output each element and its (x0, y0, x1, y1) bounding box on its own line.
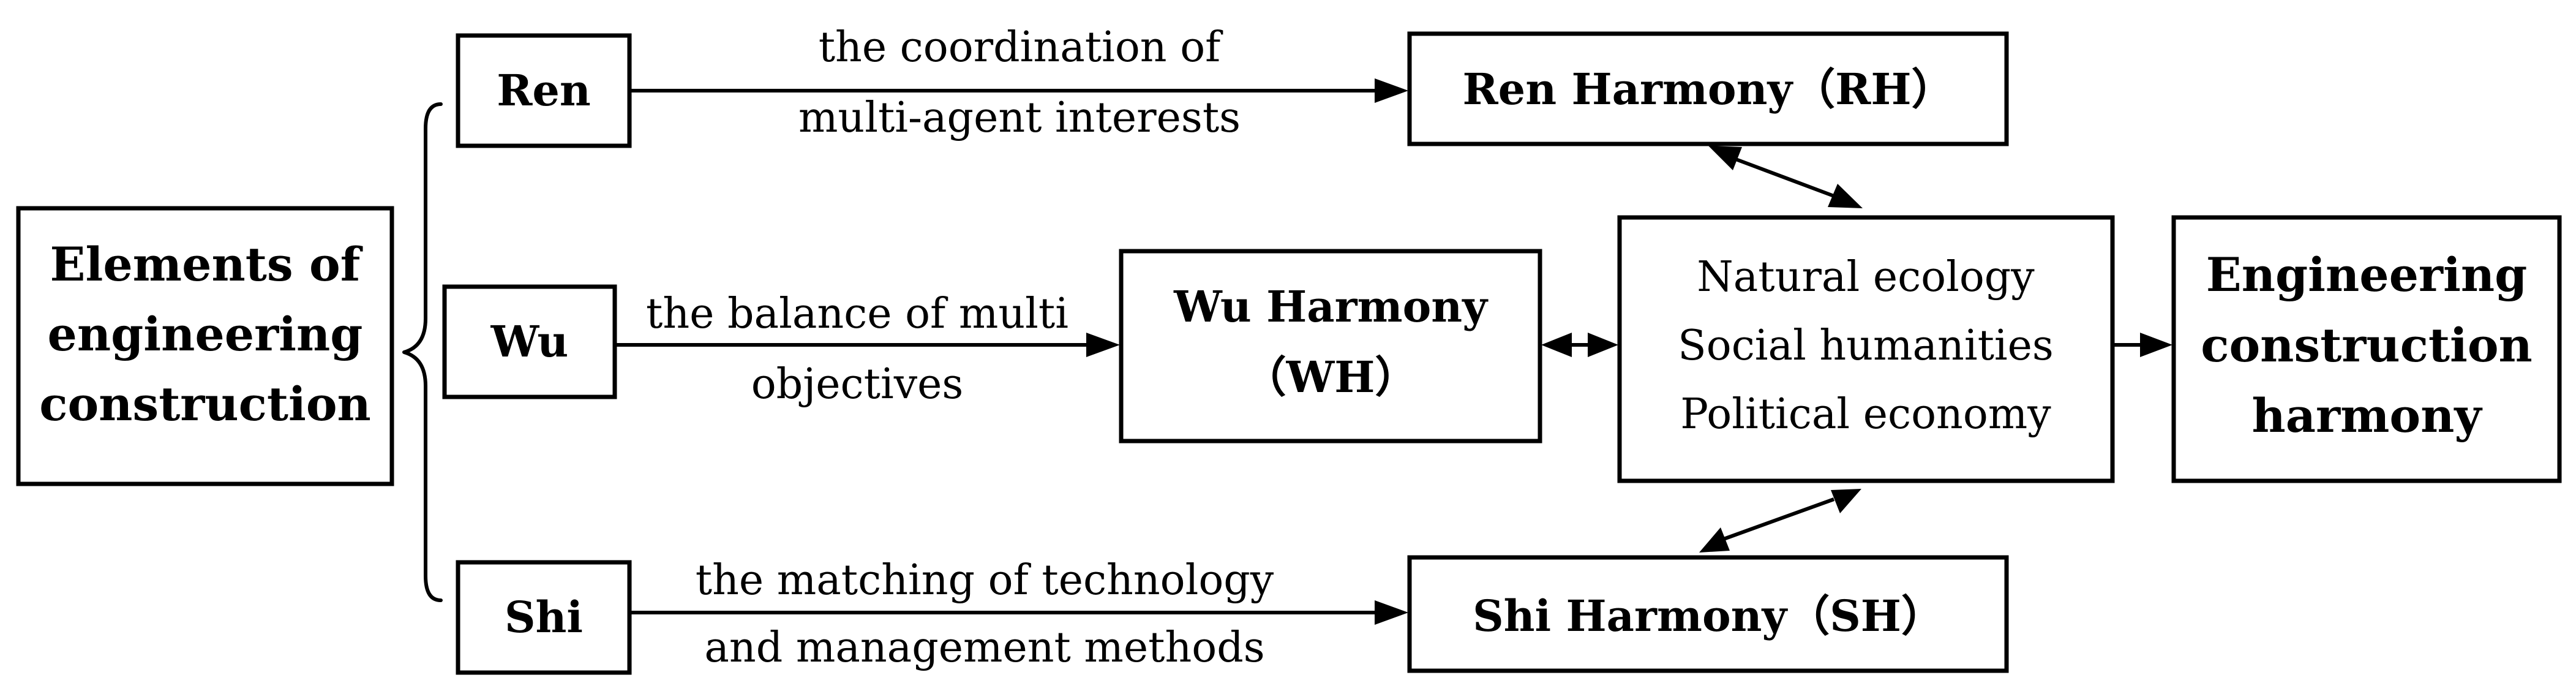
elements-box (16, 206, 394, 486)
ren-label: Ren (497, 65, 591, 116)
environment-line-2: Social humanities (1678, 322, 2054, 370)
result-line-1: Engineering (2206, 247, 2527, 302)
shi-box (456, 560, 632, 675)
result-box (2171, 215, 2562, 483)
environment-line-1: Natural ecology (1697, 253, 2035, 301)
elements-label-line-3: construction (39, 377, 371, 431)
grouping-brace (402, 102, 443, 602)
rh-side-arrowhead (1708, 146, 1742, 170)
elements-label-line-1: Elements of (50, 237, 363, 292)
wh-side-arrowhead (1541, 333, 1572, 357)
result-line-2: construction (2201, 318, 2533, 372)
shi-relation-line-1: the matching of technology (696, 556, 1274, 605)
wu-box (442, 284, 617, 399)
environment-wh-side-arrowhead (1588, 333, 1618, 357)
sh-environment-link-line (1722, 497, 1835, 541)
elements-label-line-2: engineering (48, 307, 363, 361)
ren-relation-line-1: the coordination of (819, 23, 1223, 72)
shi-relation-line-2: and management methods (704, 624, 1264, 672)
shi-relation-arrowhead (1375, 600, 1408, 625)
wu-harmony-label-line-2: （WH） (1244, 352, 1418, 402)
shi-label: Shi (505, 592, 583, 643)
result-line-3: harmony (2251, 388, 2482, 443)
wu-relation-line-1: the balance of multi (646, 290, 1068, 338)
wu-relation-line-2: objectives (751, 360, 964, 409)
environment-line-3: Political economy (1680, 390, 2051, 439)
ren-box (456, 33, 632, 148)
wu-label: Wu (490, 316, 569, 367)
shi-harmony-label: Shi Harmony（SH） (1473, 591, 1944, 641)
ren-harmony-box (1407, 31, 2009, 146)
environment-top-arrowhead (1828, 184, 1863, 208)
wu-harmony-label-line-1: Wu Harmony (1173, 281, 1489, 332)
result-arrowhead (2140, 333, 2172, 357)
sh-side-arrowhead (1699, 527, 1730, 553)
wu-harmony-box (1119, 249, 1542, 443)
ren-harmony-label: Ren Harmony（RH） (1463, 64, 1955, 115)
shi-harmony-box (1407, 555, 2009, 673)
environment-bottom-arrowhead (1831, 489, 1861, 513)
wu-relation-arrowhead (1086, 333, 1120, 357)
ren-relation-line-2: multi-agent interests (798, 94, 1241, 142)
environment-box (1617, 215, 2115, 483)
ren-relation-arrowhead (1375, 78, 1408, 103)
rh-environment-link-line (1735, 157, 1835, 198)
